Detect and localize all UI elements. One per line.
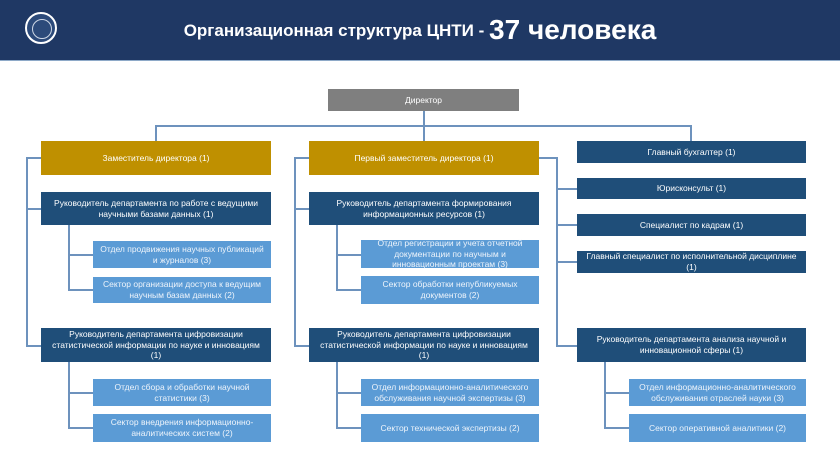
first-deputy-director-box: Первый заместитель директора (1) [309,141,539,175]
unit-box: Сектор внедрения информационно-аналитиче… [93,414,271,442]
connector [604,427,629,429]
dept-head-box: Руководитель департамента по работе с ве… [41,192,271,225]
connector [294,157,309,159]
connector [294,157,296,346]
connector [68,225,70,290]
connector [556,261,577,263]
unit-box: Отдел продвижения научных публикаций и ж… [93,241,271,268]
staff-box: Главный бухгалтер (1) [577,141,806,163]
connector [336,427,361,429]
connector [423,125,425,141]
connector [604,362,606,428]
connector [26,157,28,346]
unit-box: Сектор оперативной аналитики (2) [629,414,806,442]
connector [26,157,41,159]
connector [155,125,157,141]
unit-box: Отдел сбора и обработки научной статисти… [93,379,271,406]
deputy-director-box: Заместитель директора (1) [41,141,271,175]
cnti-logo-icon [25,12,57,44]
connector [423,111,425,126]
header-bar: Организационная структура ЦНТИ - 37 чело… [0,0,840,61]
connector [336,289,361,291]
connector [294,345,309,347]
dept-head-box: Руководитель департамента анализа научно… [577,328,806,362]
connector [604,392,629,394]
dept-head-box: Руководитель департамента цифровизации с… [309,328,539,362]
connector [26,208,41,210]
connector [68,362,70,428]
connector [690,125,692,141]
unit-box: Сектор технической экспертизы (2) [361,414,539,442]
connector [68,392,93,394]
connector [294,208,309,210]
staff-box: Специалист по кадрам (1) [577,214,806,236]
connector [556,157,558,346]
staff-box: Юрисконсульт (1) [577,178,806,199]
connector [556,188,577,190]
connector [556,224,577,226]
dept-head-box: Руководитель департамента формирования и… [309,192,539,225]
page-title: Организационная структура ЦНТИ - 37 чело… [0,14,840,46]
title-text: Организационная структура ЦНТИ - [183,21,485,40]
connector [539,157,556,159]
unit-box: Отдел регистрации и учета отчетной докум… [361,238,539,269]
unit-box: Сектор организации доступа к ведущим нау… [93,277,271,303]
unit-box: Сектор обработки непубликуемых документо… [361,276,539,304]
connector [26,345,41,347]
connector [68,289,93,291]
director-box: Директор [328,89,519,111]
connector [68,254,93,256]
connector [336,225,338,290]
connector [336,392,361,394]
staff-box: Главный специалист по исполнительной дис… [577,251,806,273]
dept-head-box: Руководитель департамента цифровизации с… [41,328,271,362]
unit-box: Отдел информационно-аналитического обслу… [361,379,539,406]
connector [556,345,577,347]
connector [68,427,93,429]
unit-box: Отдел информационно-аналитического обслу… [629,379,806,406]
title-count: 37 человека [489,14,657,45]
connector [336,254,361,256]
connector [336,362,338,428]
